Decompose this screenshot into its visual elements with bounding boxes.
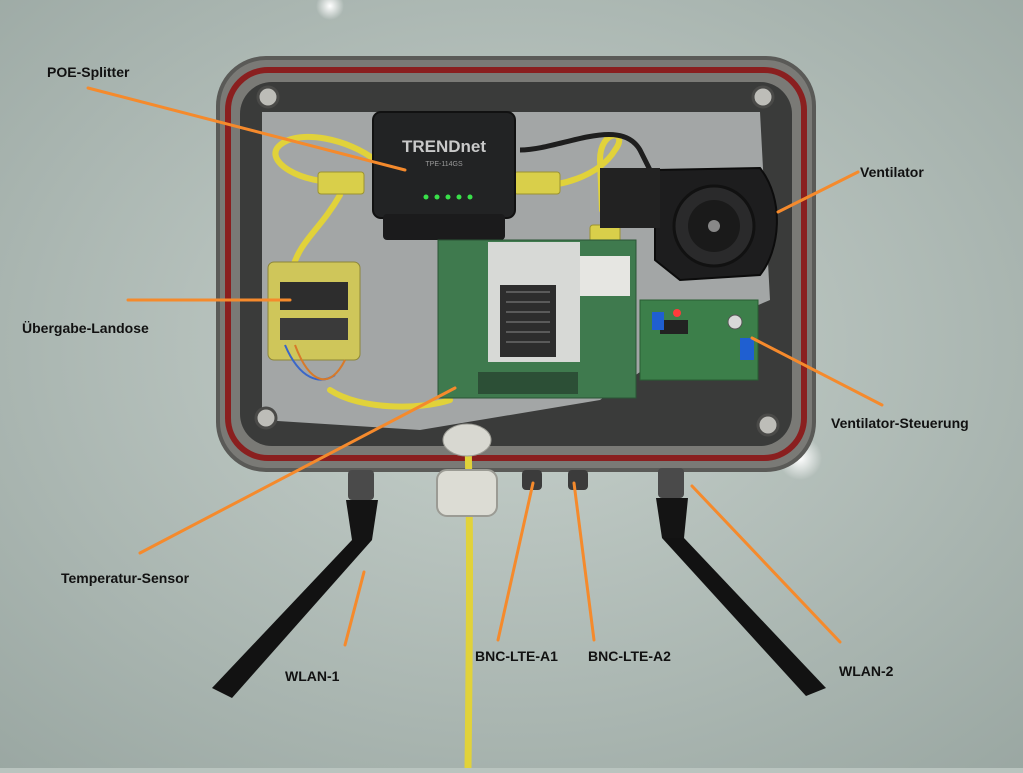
bnc-connector-a1 — [522, 470, 542, 490]
label-wlan-2: WLAN-2 — [839, 663, 894, 679]
label-ventilator-steuerung: Ventilator-Steuerung — [831, 415, 969, 431]
rj45-plug-right — [513, 171, 561, 195]
label-bnc-lte-a1: BNC-LTE-A1 — [475, 648, 558, 664]
label-bnc-lte-a2: BNC-LTE-A2 — [588, 648, 671, 664]
antenna-wlan-2 — [656, 468, 826, 696]
bnc-connector-a2 — [568, 470, 588, 490]
landose-terminal — [267, 261, 361, 381]
callout-line-wlan-1 — [343, 570, 366, 647]
label-poe-splitter: POE-Splitter — [47, 64, 130, 80]
callout-line-bnc-a1 — [496, 481, 535, 642]
poe-status-leds — [423, 194, 473, 200]
router-pcb — [437, 239, 637, 399]
callout-line-wlan-2 — [690, 484, 842, 644]
gland-inner — [442, 423, 492, 457]
light-glare-top — [316, 0, 344, 20]
poe-model-text: TPE-114GS — [425, 161, 463, 168]
poe-brand-text: TRENDnet — [402, 137, 486, 156]
label-wlan-1: WLAN-1 — [285, 668, 340, 684]
label-ventilator: Ventilator — [860, 164, 924, 180]
rubber-seal — [225, 67, 807, 461]
callout-line-bnc-a2 — [572, 481, 596, 642]
callout-line-poe-splitter — [86, 86, 407, 172]
antenna-wlan-1 — [212, 470, 378, 698]
poe-splitter-device: TRENDnet TPE-114GS — [372, 111, 516, 240]
callout-lines — [86, 86, 884, 647]
callout-line-ventilator — [776, 170, 860, 214]
callout-line-temperature-sensor — [138, 386, 457, 555]
corner-screws — [254, 85, 780, 437]
power-cable — [519, 132, 653, 172]
label-uebergabe-landose: Übergabe-Landose — [22, 320, 149, 336]
blower-fan — [600, 166, 778, 282]
cable-gland — [436, 469, 498, 517]
rj45-plug-left — [317, 171, 365, 195]
label-temperatur-sensor: Temperatur-Sensor — [61, 570, 190, 586]
callout-line-fan-controller — [750, 336, 884, 407]
fan-controller-pcb — [639, 299, 759, 381]
